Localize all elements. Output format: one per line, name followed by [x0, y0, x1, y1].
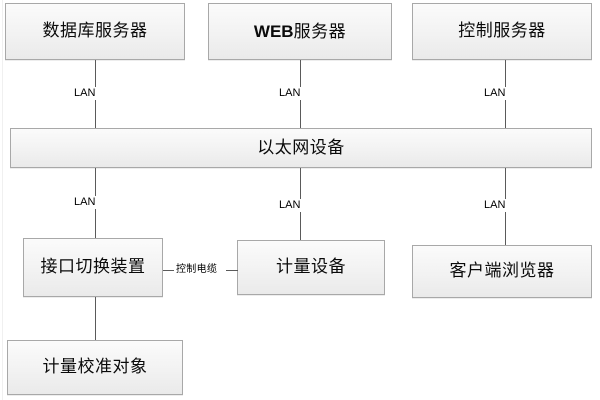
- node-client-browser[interactable]: 客户端浏览器: [412, 245, 592, 298]
- node-calibration-object[interactable]: 计量校准对象: [7, 340, 183, 395]
- node-web-server-label: WEB服务器: [254, 23, 346, 41]
- connector-interface-switch-to-calibration: [95, 297, 96, 340]
- edge-artifact: [2, 0, 3, 400]
- node-interface-switch-label: 接口切换装置: [40, 257, 146, 277]
- node-web-server-suffix: 服务器: [293, 21, 347, 42]
- node-interface-switch[interactable]: 接口切换装置: [23, 238, 163, 297]
- edge-label-lan-control: LAN: [482, 87, 508, 100]
- edge-label-lan-database: LAN: [72, 87, 98, 100]
- node-ethernet-device-label: 以太网设备: [257, 137, 345, 158]
- node-calibration-object-label: 计量校准对象: [42, 357, 148, 377]
- node-control-server-label: 控制服务器: [458, 21, 546, 41]
- edge-label-lan-metering: LAN: [277, 199, 303, 212]
- node-database-server-label: 数据库服务器: [42, 21, 148, 41]
- node-web-server-prefix: WEB: [253, 21, 294, 41]
- node-database-server[interactable]: 数据库服务器: [5, 3, 185, 60]
- edge-label-control-cable: 控制电缆: [174, 264, 220, 276]
- edge-label-lan-interface-switch: LAN: [72, 196, 98, 209]
- connector-control-cable-left: [163, 270, 176, 271]
- edge-label-lan-browser: LAN: [482, 199, 508, 212]
- node-control-server[interactable]: 控制服务器: [412, 3, 592, 60]
- node-metering-device-label: 计量设备: [276, 257, 346, 277]
- edge-label-lan-web: LAN: [277, 87, 303, 100]
- node-client-browser-label: 客户端浏览器: [449, 261, 555, 281]
- node-ethernet-device[interactable]: 以太网设备: [10, 128, 592, 168]
- node-metering-device[interactable]: 计量设备: [237, 240, 385, 295]
- connector-control-cable-right: [226, 270, 238, 271]
- node-web-server[interactable]: WEB服务器: [208, 3, 392, 60]
